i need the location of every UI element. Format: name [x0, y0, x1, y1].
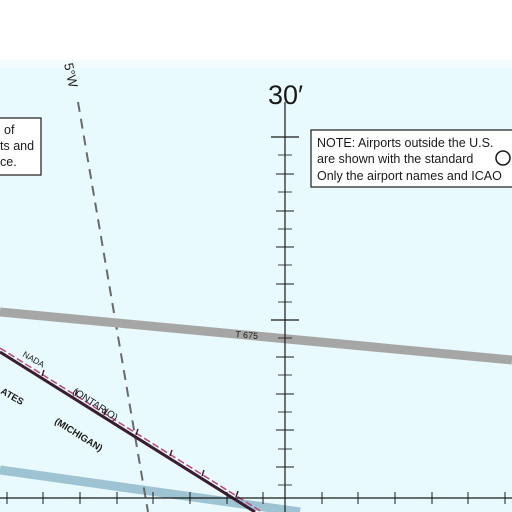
- international-border: [0, 350, 256, 512]
- airport-symbol-icon: [495, 150, 511, 166]
- note-line-2: are shown with the standard: [317, 152, 473, 166]
- note-line-3: Only the airport names and ICAO: [317, 169, 502, 183]
- border-ticks: [41, 369, 239, 498]
- province-border: [0, 347, 263, 512]
- shoreline-shade: [0, 60, 512, 68]
- meridian-line: [271, 102, 299, 512]
- magnetic-variation-label: 5°W: [61, 62, 81, 90]
- left-note-box: of ts and ce.: [0, 117, 42, 176]
- left-note-line-1: of: [4, 123, 15, 137]
- isogonic-line: [77, 101, 149, 512]
- latitude-label: 30′: [268, 80, 303, 110]
- airway-label: T 675: [235, 329, 259, 341]
- note-line-1: NOTE: Airports outside the U.S.: [317, 136, 493, 150]
- land-area: [0, 0, 512, 60]
- airway-t675: [0, 307, 512, 365]
- water-area: [0, 60, 512, 512]
- parallel-line: [0, 492, 512, 504]
- note-box: NOTE: Airports outside the U.S. are show…: [310, 129, 512, 188]
- left-note-line-3: ce.: [0, 155, 17, 169]
- left-note-line-2: ts and: [0, 139, 34, 153]
